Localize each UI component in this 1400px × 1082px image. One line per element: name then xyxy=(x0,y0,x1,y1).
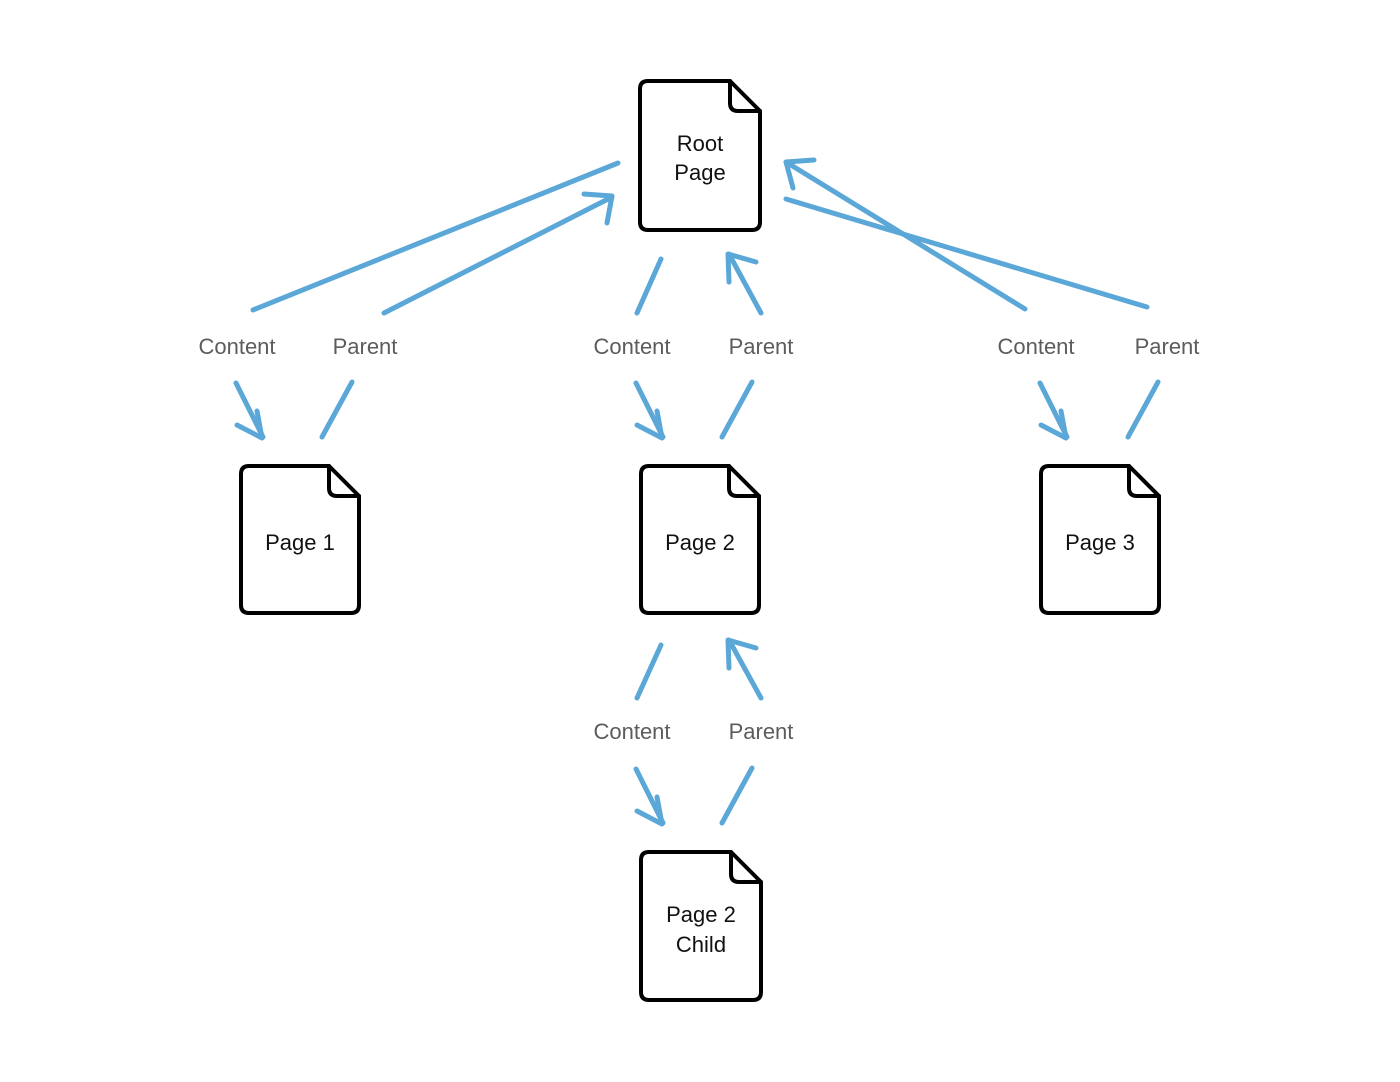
node-label-root-line2: Page xyxy=(674,160,725,185)
edge-page2-content-to-root xyxy=(634,256,664,316)
node-label-page-1: Page 1 xyxy=(265,530,335,555)
edge-line xyxy=(719,765,755,826)
document-fold-icon xyxy=(327,464,361,498)
edge-page1-content-to-root xyxy=(250,160,621,313)
document-icon xyxy=(638,79,762,232)
node-label-root-line1: Root xyxy=(677,131,723,156)
edge-root-content-to-page2 xyxy=(633,380,666,441)
document-fold-icon xyxy=(729,850,763,884)
arrowhead-icon xyxy=(725,251,759,285)
document-fold-icon xyxy=(728,79,762,113)
edge-label-parent-page1: Parent xyxy=(333,334,398,359)
node-root-page[interactable]: Root Page xyxy=(638,79,762,232)
edge-page3-parent-stub xyxy=(1125,379,1161,440)
edge-line xyxy=(634,642,664,701)
arrowhead-icon xyxy=(783,157,817,191)
edge-child-parent-stub xyxy=(719,765,755,826)
edge-page1-parent-stub xyxy=(319,379,355,440)
document-icon xyxy=(239,464,361,615)
edge-line xyxy=(719,379,755,440)
edge-page2-parent-stub xyxy=(719,379,755,440)
node-page-1[interactable]: Page 1 xyxy=(239,464,361,615)
edge-line xyxy=(726,251,764,316)
edge-label-content-page1: Content xyxy=(198,334,275,359)
node-label-child-line1: Page 2 xyxy=(666,902,736,927)
document-fold-icon xyxy=(1127,464,1161,498)
edge-line xyxy=(726,637,764,701)
node-page-2-child[interactable]: Page 2 Child xyxy=(639,850,763,1002)
arrowhead-icon xyxy=(234,408,265,441)
edge-page1-parent-to-root xyxy=(381,191,615,316)
arrowhead-icon xyxy=(634,794,665,827)
node-page-3[interactable]: Page 3 xyxy=(1039,464,1161,615)
edge-label-content-page2: Content xyxy=(593,334,670,359)
edge-label-content-page3: Content xyxy=(997,334,1074,359)
edge-child-parent-to-page2 xyxy=(725,637,764,701)
edge-label-parent-page3: Parent xyxy=(1135,334,1200,359)
node-label-page-3: Page 3 xyxy=(1065,530,1135,555)
arrowhead-icon xyxy=(581,191,615,226)
edge-page2-content-to-child xyxy=(633,766,666,827)
arrowhead-icon xyxy=(1038,408,1069,441)
edge-label-content-child: Content xyxy=(593,719,670,744)
node-page-2[interactable]: Page 2 xyxy=(639,464,761,615)
document-icon xyxy=(1039,464,1161,615)
edge-label-parent-page2: Parent xyxy=(729,334,794,359)
edge-page2-parent-to-root xyxy=(725,251,764,316)
edge-line xyxy=(381,194,615,316)
edge-root-content-to-page1 xyxy=(233,380,266,441)
edge-line xyxy=(783,159,1028,312)
edge-child-content-to-page2 xyxy=(634,642,664,701)
arrowhead-icon xyxy=(634,408,665,441)
arrowhead-icon xyxy=(725,637,759,671)
edge-label-parent-child: Parent xyxy=(729,719,794,744)
edge-line xyxy=(634,256,664,316)
document-fold-icon xyxy=(727,464,761,498)
edge-page3-parent-to-root xyxy=(783,157,1028,312)
node-label-child-line2: Child xyxy=(676,932,726,957)
edge-page3-content-to-root xyxy=(783,196,1150,310)
edge-line xyxy=(1125,379,1161,440)
node-label-page-2: Page 2 xyxy=(665,530,735,555)
edge-line xyxy=(250,160,621,313)
edge-line xyxy=(319,379,355,440)
edge-line xyxy=(783,196,1150,310)
document-icon xyxy=(639,464,761,615)
edge-root-content-to-page3 xyxy=(1037,380,1070,441)
document-icon xyxy=(639,850,763,1002)
